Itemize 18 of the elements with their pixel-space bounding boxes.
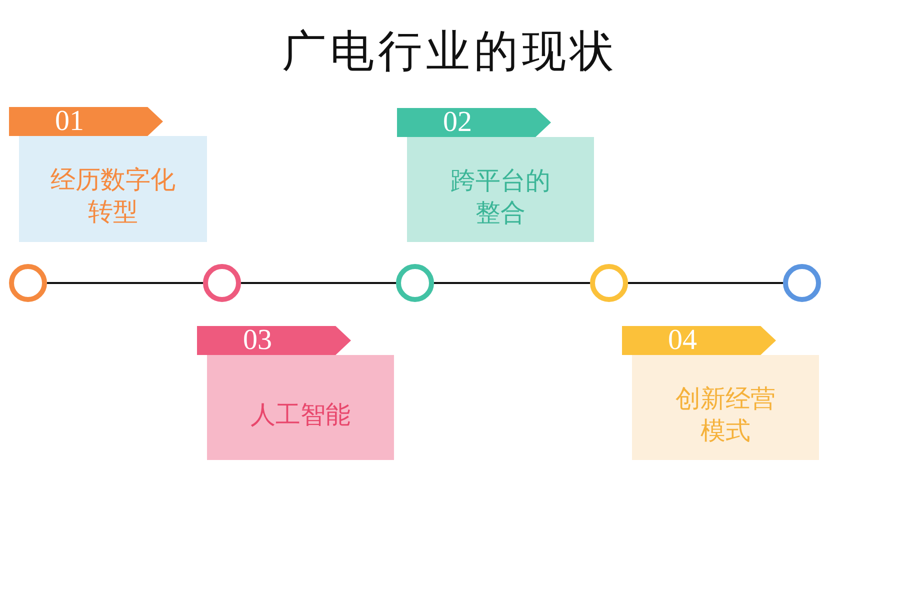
card-text: 跨平台的整合 bbox=[450, 164, 552, 228]
number-tag: 02 bbox=[397, 108, 551, 137]
timeline-line bbox=[241, 282, 396, 284]
timeline-circle bbox=[9, 264, 47, 302]
timeline-line bbox=[628, 282, 783, 284]
timeline-line bbox=[434, 282, 590, 284]
number-tag: 03 bbox=[197, 326, 351, 355]
number-tag: 01 bbox=[9, 107, 163, 136]
timeline-circle bbox=[783, 264, 821, 302]
timeline-line bbox=[47, 282, 203, 284]
timeline-circle bbox=[396, 264, 434, 302]
number-tag: 04 bbox=[622, 326, 776, 355]
card-text: 经历数字化转型 bbox=[50, 164, 176, 228]
title: 广电行业的现状 bbox=[281, 25, 619, 79]
card-text: 人工智能 bbox=[250, 398, 350, 430]
timeline-circle bbox=[203, 264, 241, 302]
timeline-circle bbox=[590, 264, 628, 302]
card-text: 创新经营模式 bbox=[674, 382, 776, 446]
